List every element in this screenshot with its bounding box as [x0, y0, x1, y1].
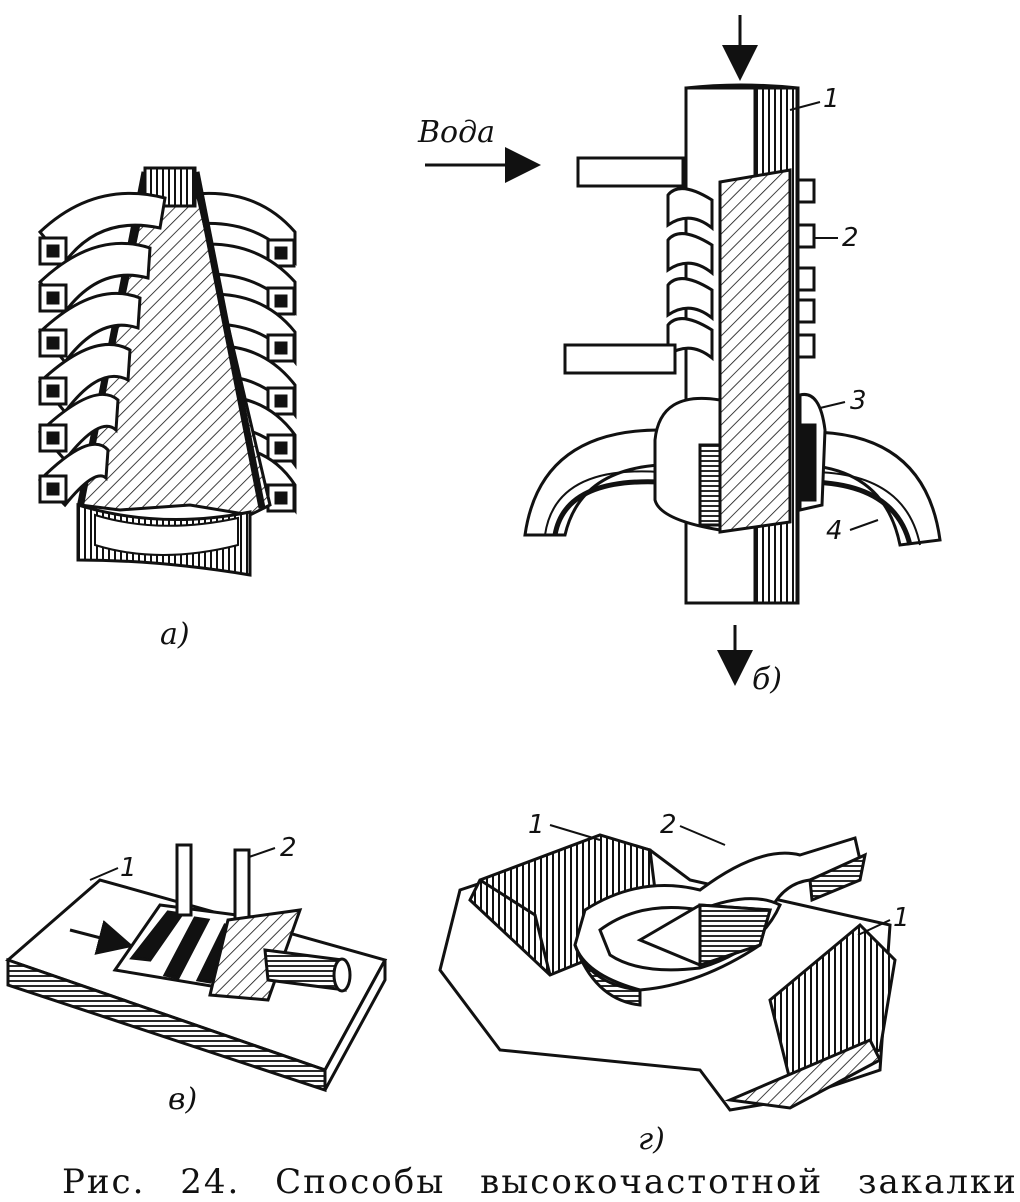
- callout-b-1: 1: [823, 84, 840, 114]
- callout-g-1-right: 1: [893, 903, 910, 933]
- inductor-rings-left: [37, 191, 167, 508]
- callout-g-1-left: 1: [528, 810, 545, 840]
- spiral-inductor: [563, 156, 816, 375]
- panel-b-label: б): [752, 662, 783, 697]
- callout-b-4: 4: [826, 516, 843, 546]
- water-label: Вода: [418, 115, 496, 150]
- callout-g-2: 2: [660, 810, 677, 840]
- panel-b-shaft-inductor: [425, 15, 942, 686]
- panel-v-label: в): [168, 1082, 198, 1117]
- panel-g-label: г): [638, 1122, 665, 1157]
- callout-b-2: 2: [842, 223, 859, 253]
- loop-inductor: [573, 836, 868, 1007]
- callout-b-3: 3: [850, 386, 867, 416]
- panel-a-cone-inductor: [37, 166, 297, 577]
- figure-caption: Рис. 24. Способы высокочастотной закалки: [62, 1162, 1018, 1202]
- panel-v-plate-inductor: [5, 843, 388, 1093]
- panel-a-label: а): [160, 617, 190, 652]
- callout-v-1: 1: [120, 853, 137, 883]
- hairpin-inductor: [112, 843, 303, 1002]
- panel-g-gear-inductor: [438, 824, 897, 1112]
- callout-v-2: 2: [280, 833, 297, 863]
